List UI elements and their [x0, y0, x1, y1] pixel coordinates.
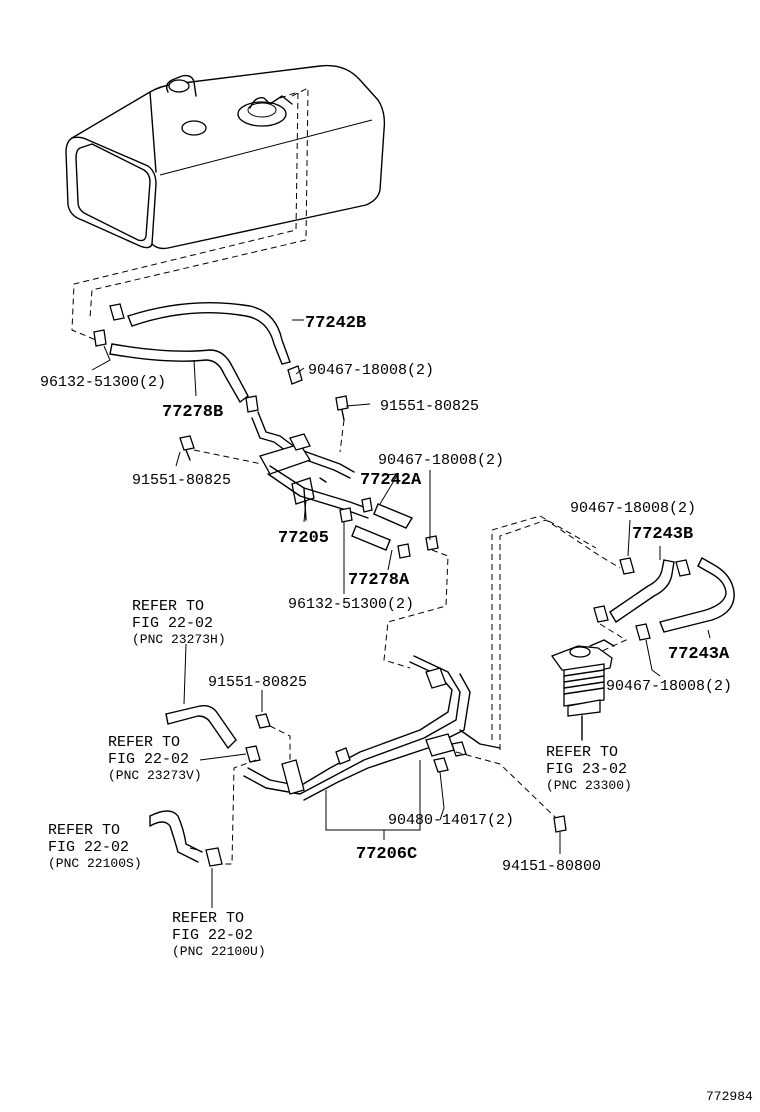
refer-note-22100U: REFER TO FIG 22-02 (PNC 22100U)	[172, 910, 266, 959]
refer-line: (PNC 23273H)	[132, 632, 226, 647]
label-90480: 90480-14017(2)	[388, 812, 514, 829]
bolt-91551-b	[335, 395, 349, 453]
pipe-bracket-77205	[251, 411, 373, 521]
refer-line: REFER TO	[108, 734, 180, 751]
label-77278A: 77278A	[348, 571, 410, 590]
label-94151: 94151-80800	[502, 858, 601, 875]
label-90467-mid: 90467-18008(2)	[378, 452, 504, 469]
refer-line: (PNC 23300)	[546, 778, 632, 793]
label-91551-c: 91551-80825	[208, 674, 307, 691]
label-91551-b: 91551-80825	[132, 472, 231, 489]
refer-line: (PNC 23273V)	[108, 768, 202, 783]
hose-77242A	[373, 503, 413, 529]
label-90467-right-bot: 90467-18008(2)	[606, 678, 732, 695]
clamp-mid	[339, 497, 449, 669]
refer-note-23273H: REFER TO FIG 22-02 (PNC 23273H)	[132, 598, 226, 647]
label-96132-top: 96132-51300(2)	[40, 374, 166, 391]
label-77205: 77205	[278, 529, 329, 548]
label-77242B: 77242B	[305, 314, 366, 333]
label-77206C: 77206C	[356, 845, 417, 864]
hose-refer-22100S	[149, 810, 203, 863]
bolt-91551-c	[255, 713, 291, 762]
clamp-right	[593, 557, 691, 641]
label-77278B: 77278B	[162, 403, 223, 422]
hose-77243A	[659, 557, 735, 633]
refer-line: (PNC 22100S)	[48, 856, 142, 871]
refer-line: REFER TO	[546, 744, 618, 761]
hose-refer-23273H	[165, 704, 237, 749]
clamp-top-right	[245, 365, 303, 413]
leader-lines	[91, 319, 711, 908]
refer-line: FIG 22-02	[132, 615, 213, 632]
refer-note-23273V: REFER TO FIG 22-02 (PNC 23273V)	[108, 734, 202, 783]
label-90467-right-top: 90467-18008(2)	[570, 500, 696, 517]
refer-note-22100S: REFER TO FIG 22-02 (PNC 22100S)	[48, 822, 142, 871]
bolt-94151	[553, 815, 567, 833]
hose-77278B	[109, 343, 249, 403]
figure-id: 772984	[706, 1089, 753, 1104]
hose-77242B	[127, 301, 291, 365]
label-77242A: 77242A	[360, 471, 422, 490]
refer-line: FIG 22-02	[172, 927, 253, 944]
label-77243B: 77243B	[632, 525, 693, 544]
part-labels: 77242B 96132-51300(2) 90467-18008(2) 772…	[40, 314, 753, 1104]
bolt-91551-a	[179, 435, 263, 465]
fuel-filter	[550, 639, 615, 741]
refer-line: FIG 22-02	[48, 839, 129, 856]
label-96132-mid: 96132-51300(2)	[288, 596, 414, 613]
label-90467-top: 90467-18008(2)	[308, 362, 434, 379]
hose-77243B	[609, 559, 675, 623]
clamp-top-left	[93, 303, 125, 347]
clamp-lower-left	[205, 745, 261, 867]
label-77243A: 77243A	[668, 645, 730, 664]
hose-77278A	[351, 525, 391, 551]
label-91551-a: 91551-80825	[380, 398, 479, 415]
refer-note-23300: REFER TO FIG 23-02 (PNC 23300)	[546, 744, 632, 793]
fuel-pipes-77206C	[243, 655, 501, 801]
refer-line: REFER TO	[48, 822, 120, 839]
fuel-tank	[65, 64, 386, 341]
refer-line: (PNC 22100U)	[172, 944, 266, 959]
refer-line: FIG 23-02	[546, 761, 627, 778]
refer-line: FIG 22-02	[108, 751, 189, 768]
refer-line: REFER TO	[172, 910, 244, 927]
refer-line: REFER TO	[132, 598, 204, 615]
